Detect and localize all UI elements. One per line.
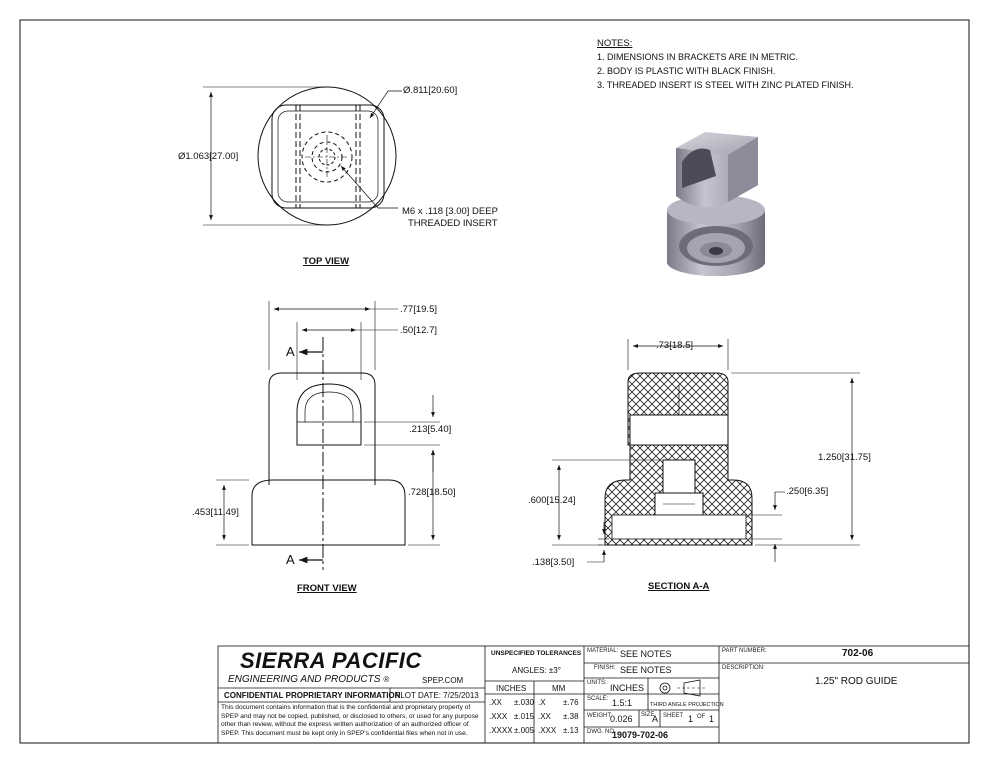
scale-label: SCALE: [587,696,609,702]
weight-label: WEIGHT: [587,713,612,719]
company-website: SPEP.COM [422,676,464,685]
tol-row-2-mm-val: ±.38 [563,712,579,721]
sheet-label: SHEET [663,713,684,719]
weight-value: 0.026 [610,714,633,724]
dim-front-upper: .728[18.50] [408,487,456,498]
sheet-value: 1 [688,714,694,724]
dwg-label: DWG. NO. [587,729,616,735]
finish-label: FINISH: [594,665,616,671]
section-mark-top: A [286,344,295,359]
sheet-border [19,19,970,744]
title-block-grid [217,645,970,744]
dim-section-base: .600[15.24] [528,495,576,506]
dim-front-slot: .213[5.40] [409,424,452,435]
units-label: UNITS: [587,680,607,686]
section-mark-bottom: A [286,552,295,567]
company-subtitle: ENGINEERING AND PRODUCTS ® [228,674,390,685]
material-label: MATERIAL: [587,648,619,654]
scale-value: 1.5:1 [612,698,633,708]
disclaimer-text: This document contains information that … [221,704,479,737]
isometric-render [667,132,765,276]
top-view-title: TOP VIEW [303,256,350,267]
size-value: A [652,714,659,724]
size-label: SIZE [641,712,655,718]
dim-section-top: .73[18.5] [656,340,693,351]
tolerance-angles: ANGLES: ±3° [512,666,561,675]
tol-row-3-in-val: ±.005 [514,726,534,735]
front-view [216,301,440,570]
front-view-title: FRONT VIEW [297,583,357,594]
insert-callout-line1: M6 x .118 [3.00] DEEP [402,206,498,217]
dwg-number: 19079-702-06 [612,730,669,740]
dim-section-bottom: .138[3.50] [532,557,575,568]
projection-label: THIRD ANGLE PROJECTION [650,702,724,708]
of-label: OF [697,714,706,720]
dim-outer-diameter: Ø1.063[27.00] [178,151,239,162]
section-view [552,339,860,563]
dim-front-base: .453[11.49] [192,507,239,518]
tol-row-2-mm-key: .XX [538,712,551,721]
confidential-label: CONFIDENTIAL PROPRIETARY INFORMATION [224,691,401,700]
description-label: DESCRIPTION: [722,665,765,671]
of-value: 1 [709,714,715,724]
note-1: 1. DIMENSIONS IN BRACKETS ARE IN METRIC. [597,52,799,62]
tolerances-title: UNSPECIFIED TOLERANCES [491,650,582,657]
material-value: SEE NOTES [620,649,672,659]
insert-callout-line2: THREADED INSERT [408,218,498,229]
dim-front-hole: .50[12.7] [400,325,437,336]
tol-row-3-mm-key: .XXX [538,726,557,735]
tol-row-1-mm-key: .X [538,698,546,707]
tol-row-3-in-key: .XXXX [489,726,513,735]
section-view-title: SECTION A-A [648,581,710,592]
company-name: SIERRA PACIFIC [240,648,422,673]
note-2: 2. BODY IS PLASTIC WITH BLACK FINISH. [597,66,776,76]
finish-value: SEE NOTES [620,665,672,675]
tol-row-1-in-key: .XX [489,698,502,707]
part-number-label: PART NUMBER: [722,648,767,654]
tolerance-mm-header: MM [552,684,566,693]
tol-row-3-mm-val: ±.13 [563,726,579,735]
dim-section-height: 1.250[31.75] [818,452,871,463]
dim-inner-diameter: Ø.811[20.60] [403,85,458,96]
description-value: 1.25" ROD GUIDE [815,676,898,687]
units-value: INCHES [610,683,645,693]
dim-front-width: .77[19.5] [400,304,437,315]
tol-row-2-in-key: .XXX [489,712,508,721]
dim-section-insert: .250[6.35] [786,486,829,497]
top-view [203,86,402,226]
plot-date: PLOT DATE: 7/25/2013 [395,691,479,700]
tol-row-2-in-val: ±.015 [514,712,534,721]
tolerance-inches-header: INCHES [496,684,527,693]
tol-row-1-in-val: ±.030 [514,698,534,707]
notes-title: NOTES: [597,38,633,49]
part-number: 702-06 [842,648,874,659]
note-3: 3. THREADED INSERT IS STEEL WITH ZINC PL… [597,80,854,90]
tol-row-1-mm-val: ±.76 [563,698,579,707]
